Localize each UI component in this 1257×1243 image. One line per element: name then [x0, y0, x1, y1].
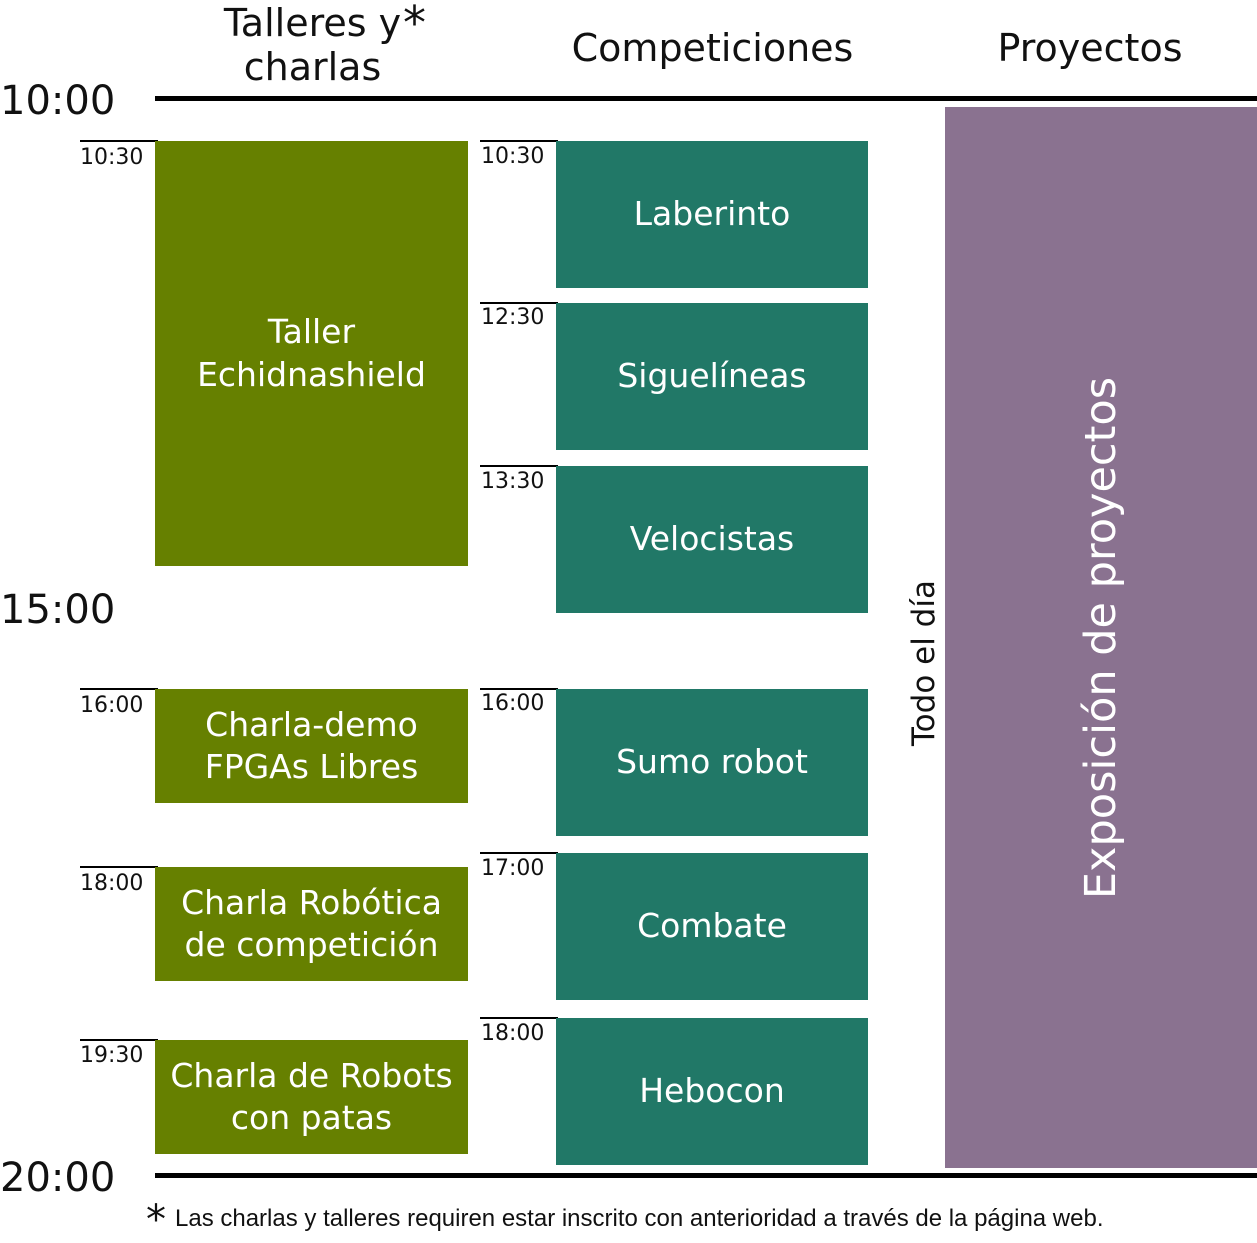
header-proyectos: Proyectos: [997, 26, 1183, 70]
competicion-tick: [480, 1017, 558, 1019]
competicion-block: Combate: [556, 853, 868, 1000]
hour-label-15: 15:00: [0, 587, 116, 633]
hour-line-20: [155, 1173, 1257, 1178]
header-talleres-asterisk: *: [403, 0, 426, 50]
competicion-block: Velocistas: [556, 466, 868, 613]
competicion-tick: [480, 465, 558, 467]
competicion-block: Hebocon: [556, 1018, 868, 1165]
competicion-time: 12:30: [481, 305, 545, 330]
competicion-tick: [480, 140, 558, 142]
proyectos-label-wrap: Exposición de proyectos: [801, 377, 1257, 899]
proyectos-label: Exposición de proyectos: [1075, 376, 1126, 900]
header-competiciones: Competiciones: [571, 26, 854, 70]
talleres-time: 10:30: [80, 145, 144, 170]
talleres-time: 16:00: [80, 693, 144, 718]
competicion-block: Sumo robot: [556, 689, 868, 836]
competicion-time: 18:00: [481, 1021, 545, 1046]
footnote-asterisk: *: [146, 1197, 166, 1243]
talleres-time: 18:00: [80, 871, 144, 896]
header-talleres: Talleres y charlas: [205, 1, 420, 89]
competicion-time: 16:00: [481, 691, 545, 716]
proyectos-block: [945, 107, 1257, 1168]
competicion-block: Siguelíneas: [556, 303, 868, 450]
header-talleres-label: Talleres y charlas: [223, 1, 402, 89]
competicion-tick: [480, 302, 558, 304]
competicion-time: 17:00: [481, 856, 545, 881]
talleres-tick: [80, 866, 158, 868]
talleres-tick: [80, 1039, 158, 1041]
competicion-time: 10:30: [481, 144, 545, 169]
talleres-block: Charla de Robots con patas: [155, 1040, 468, 1154]
competicion-time: 13:30: [481, 469, 545, 494]
competicion-tick: [480, 852, 558, 854]
hour-label-20: 20:00: [0, 1155, 116, 1201]
talleres-block: Taller Echidnashield: [155, 141, 468, 566]
talleres-time: 19:30: [80, 1043, 144, 1068]
hour-label-10: 10:00: [0, 78, 116, 124]
footnote-text: Las charlas y talleres requiren estar in…: [175, 1205, 1104, 1232]
talleres-block: Charla-demo FPGAs Libres: [155, 689, 468, 803]
hour-line-10: [155, 96, 1257, 101]
competicion-tick: [480, 688, 558, 690]
talleres-block: Charla Robótica de competición: [155, 867, 468, 981]
talleres-tick: [80, 688, 158, 690]
competicion-block: Laberinto: [556, 141, 868, 288]
talleres-tick: [80, 140, 158, 142]
